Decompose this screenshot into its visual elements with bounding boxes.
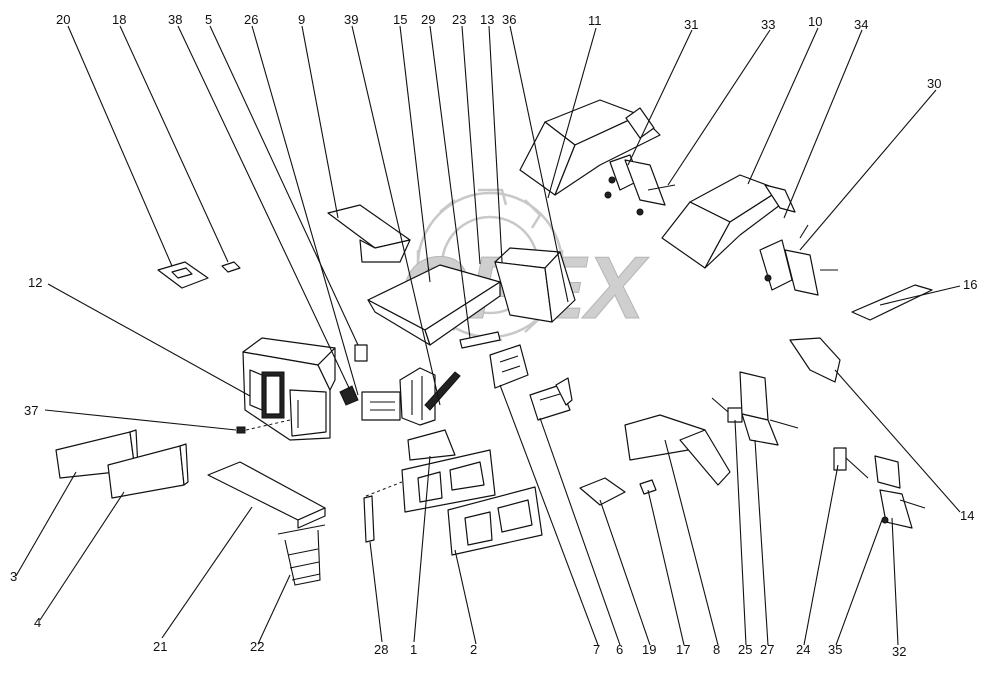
part-37-clip (236, 419, 291, 434)
callout-14: 14 (960, 508, 974, 523)
part-12-cab (242, 337, 336, 441)
callout-37: 37 (24, 403, 38, 418)
part-2-door (447, 486, 543, 556)
callout-8: 8 (713, 642, 720, 657)
callout-36: 36 (502, 12, 516, 27)
callout-6: 6 (616, 642, 623, 657)
callout-19: 19 (642, 642, 656, 657)
part-13-hood (494, 247, 576, 323)
callout-15: 15 (393, 12, 407, 27)
part-9-roof (327, 204, 411, 263)
callout-32: 32 (892, 644, 906, 659)
callout-13: 13 (480, 12, 494, 27)
callout-29: 29 (421, 12, 435, 27)
callout-16: 16 (963, 277, 977, 292)
part-31-33-bracket (604, 154, 676, 216)
callout-27: 27 (760, 642, 774, 657)
callout-31: 31 (684, 17, 698, 32)
part-21-step-plate (207, 461, 326, 529)
callout-26: 26 (244, 12, 258, 27)
part-20-bracket (157, 261, 209, 289)
callout-9: 9 (298, 12, 305, 27)
part-10-fender (661, 174, 796, 269)
part-32-bracket (874, 455, 926, 529)
callout-22: 22 (250, 639, 264, 654)
callout-12: 12 (28, 275, 42, 290)
part-8-bracket (624, 414, 731, 486)
callout-21: 21 (153, 639, 167, 654)
callout-34: 34 (854, 17, 868, 32)
part-1-door (401, 429, 496, 513)
part-27-plate (739, 371, 799, 446)
callout-33: 33 (761, 17, 775, 32)
callout-18: 18 (112, 12, 126, 27)
part-24-bracket (833, 447, 869, 479)
callout-3: 3 (10, 569, 17, 584)
part-19-plate (579, 477, 626, 506)
callout-1: 1 (410, 642, 417, 657)
callout-23: 23 (452, 12, 466, 27)
callout-28: 28 (374, 642, 388, 657)
callout-25: 25 (738, 642, 752, 657)
part-6-frame (489, 344, 529, 389)
leader-lines (15, 25, 961, 646)
callout-17: 17 (676, 642, 690, 657)
part-4-panel (107, 443, 189, 499)
part-7-frame (529, 377, 573, 421)
part-25-bracket (711, 397, 743, 423)
part-15-roof-panel (367, 264, 501, 346)
callout-35: 35 (828, 642, 842, 657)
callout-20: 20 (56, 12, 70, 27)
callout-7: 7 (593, 642, 600, 657)
callout-11: 11 (588, 13, 602, 28)
callout-30: 30 (927, 76, 941, 91)
part-18-plate (221, 261, 241, 273)
callout-2: 2 (470, 642, 477, 657)
part-11-fender (519, 99, 661, 196)
part-39-frame (361, 367, 461, 426)
callout-24: 24 (796, 642, 810, 657)
callout-4: 4 (34, 615, 41, 630)
part-28-rod (363, 481, 403, 543)
part-30-34-bracket (759, 224, 838, 296)
callout-10: 10 (808, 14, 822, 29)
callout-39: 39 (344, 12, 358, 27)
part-23-bar (459, 331, 501, 349)
callout-labels: 20 18 38 5 26 9 39 15 29 23 13 36 11 31 … (10, 12, 977, 659)
part-22-ladder (277, 524, 326, 586)
part-14-panel (789, 337, 841, 383)
part-26-bracket (339, 344, 368, 406)
callout-5: 5 (205, 12, 212, 27)
callout-38: 38 (168, 12, 182, 27)
part-17-plate (639, 479, 657, 495)
